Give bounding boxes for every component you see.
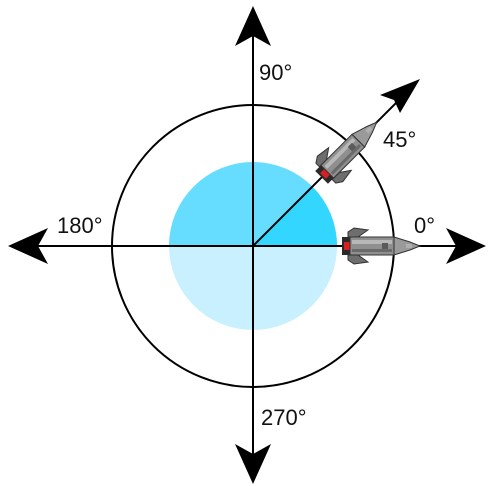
label-90: 90° bbox=[259, 60, 292, 85]
rocket-ship-icon bbox=[341, 227, 421, 265]
top-arrowhead-icon bbox=[235, 6, 271, 46]
label-270: 270° bbox=[261, 405, 307, 430]
bottom-arrowhead-icon bbox=[235, 444, 271, 484]
left-arrowhead-icon bbox=[8, 228, 48, 264]
label-45: 45° bbox=[383, 127, 416, 152]
right-arrowhead-icon bbox=[446, 228, 486, 264]
label-180: 180° bbox=[57, 213, 103, 238]
label-0: 0° bbox=[414, 213, 435, 238]
diagonal-arrowhead-icon bbox=[380, 79, 420, 113]
sector-0-45 bbox=[253, 186, 337, 246]
